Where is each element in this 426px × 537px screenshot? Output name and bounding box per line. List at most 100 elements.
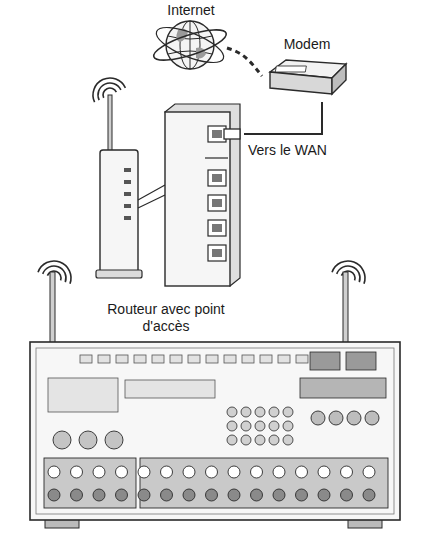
- speaker-terminal: [273, 489, 285, 501]
- rca-jack: [227, 435, 237, 445]
- panel-connector: [188, 355, 200, 363]
- speaker-terminal: [161, 466, 173, 478]
- ethernet-port-jack: [212, 130, 222, 138]
- ethernet-cable: [244, 102, 322, 134]
- speaker-terminal: [93, 466, 105, 478]
- wifi-waves: [332, 256, 370, 284]
- access-point-unit: [100, 150, 138, 275]
- speaker-terminal: [363, 489, 375, 501]
- router-link: [138, 185, 165, 208]
- panel-connector: [170, 355, 182, 363]
- ethernet-port: [208, 170, 226, 186]
- speaker-terminal: [71, 489, 83, 501]
- panel-connector: [242, 355, 254, 363]
- node-label: Modem: [284, 36, 331, 53]
- panel-connector: [296, 355, 308, 363]
- modem-front: [270, 72, 332, 94]
- xlr-connector: [79, 431, 97, 449]
- switch-side: [165, 104, 240, 286]
- panel-connector: [116, 355, 128, 363]
- speaker-terminal: [138, 466, 150, 478]
- dashed-connection: [227, 48, 262, 76]
- modem-side: [332, 64, 346, 94]
- panel-connector: [98, 355, 110, 363]
- status-led: [124, 204, 131, 208]
- rca-jack: [269, 435, 279, 445]
- receiver-antenna: [50, 272, 55, 344]
- globe-meridian: [190, 21, 191, 69]
- panel-connector: [206, 355, 218, 363]
- wifi-waves: [87, 72, 125, 102]
- wifi-waves: [101, 86, 117, 98]
- speaker-terminal: [251, 466, 263, 478]
- ethernet-port-jack: [212, 224, 222, 232]
- speaker-terminal: [48, 466, 60, 478]
- port-label: Vers le WAN: [248, 142, 327, 159]
- speaker-terminal: [183, 489, 195, 501]
- panel-connector: [278, 355, 290, 363]
- speaker-block: [44, 458, 136, 508]
- speaker-terminal: [341, 466, 353, 478]
- panel-connector: [134, 355, 146, 363]
- ethernet-port-jack: [212, 249, 222, 257]
- xlr-connector: [53, 431, 71, 449]
- rca-jack: [255, 421, 265, 431]
- av-receiver: [30, 342, 400, 520]
- modem-panel: [275, 66, 306, 72]
- panel-block: [48, 378, 118, 412]
- access-point-base: [96, 270, 142, 278]
- ethernet-port: [208, 195, 226, 211]
- wifi-waves: [38, 256, 76, 284]
- globe-orbit: [152, 20, 228, 69]
- speaker-terminal: [116, 466, 128, 478]
- rca-jack: [283, 421, 293, 431]
- speaker-terminal: [206, 489, 218, 501]
- xlr-connector: [105, 431, 123, 449]
- modem: Modem: [262, 36, 352, 102]
- status-led: [124, 216, 131, 220]
- rca-jack: [283, 407, 293, 417]
- hdmi-block: [300, 378, 386, 398]
- speaker-terminal: [341, 489, 353, 501]
- switch-unit: [165, 112, 230, 286]
- panel-connector: [224, 355, 236, 363]
- panel-connector: [260, 355, 272, 363]
- speaker-terminal: [48, 489, 60, 501]
- rca-jack: [255, 407, 265, 417]
- ethernet-port: [208, 220, 226, 236]
- router: Routeur avec point d'accès: [88, 100, 244, 335]
- rca-jack: [269, 421, 279, 431]
- network-port: [310, 352, 340, 370]
- node-label: Routeur avec point d'accès: [88, 301, 244, 335]
- rca-jack: [311, 411, 325, 425]
- speaker-terminal: [318, 489, 330, 501]
- rear-panel: [36, 348, 394, 514]
- rca-jack: [269, 407, 279, 417]
- speaker-terminal: [161, 489, 173, 501]
- speaker-terminal: [116, 489, 128, 501]
- globe-meridian: [180, 21, 200, 69]
- speaker-terminal: [138, 489, 150, 501]
- rca-jack: [365, 411, 379, 425]
- ethernet-plug: [224, 129, 240, 139]
- speaker-terminal: [183, 466, 195, 478]
- speaker-terminal: [296, 466, 308, 478]
- panel-connector: [152, 355, 164, 363]
- status-led: [124, 192, 131, 196]
- rca-jack: [227, 407, 237, 417]
- speaker-terminal: [363, 466, 375, 478]
- speaker-terminal: [71, 466, 83, 478]
- speaker-terminal: [228, 466, 240, 478]
- speaker-terminal: [318, 466, 330, 478]
- network-port: [346, 352, 376, 370]
- rca-jack: [241, 421, 251, 431]
- rca-jack: [255, 435, 265, 445]
- speaker-terminal: [206, 466, 218, 478]
- speaker-block: [140, 458, 388, 508]
- panel-block: [125, 380, 215, 398]
- rca-jack: [227, 421, 237, 431]
- globe-orbit: [151, 24, 229, 67]
- speaker-terminal: [296, 489, 308, 501]
